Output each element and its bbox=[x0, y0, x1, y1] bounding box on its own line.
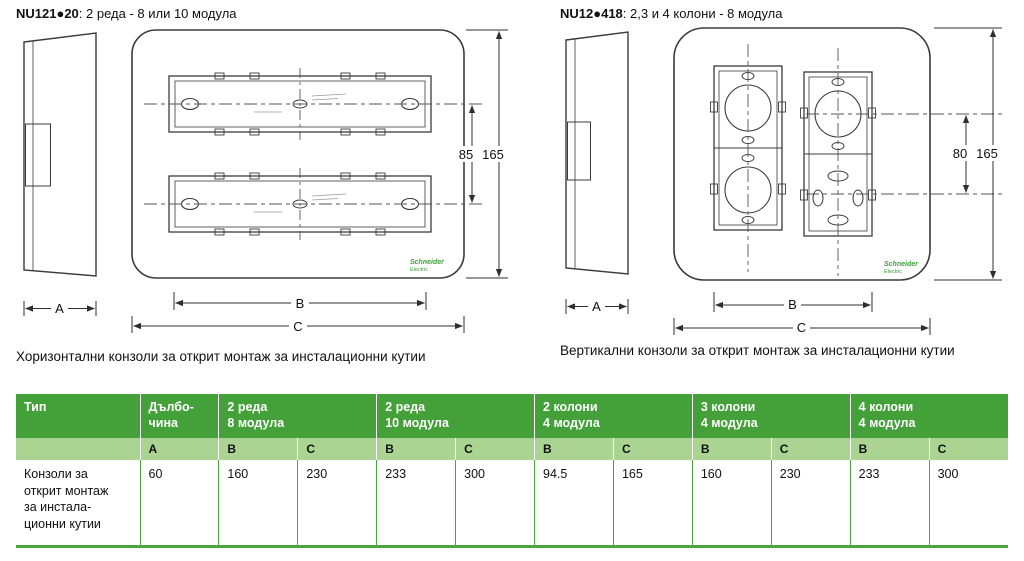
right-figure-code: NU12●418 bbox=[560, 6, 623, 21]
right-dim-outer-bg bbox=[972, 145, 1002, 161]
left-side-view bbox=[23, 32, 97, 277]
right-dim-inner-bg bbox=[950, 145, 971, 161]
right-dim-inner-label: 80 bbox=[953, 146, 967, 161]
left-dim-b-bg bbox=[291, 295, 309, 311]
right-dim-a-bg bbox=[588, 298, 605, 314]
schneider-logo: Schneider bbox=[884, 261, 919, 268]
subheader-cell: A bbox=[139, 438, 219, 460]
col-header-group-0: 2 реда 8 модула bbox=[218, 394, 377, 438]
right-dim-b-bg bbox=[784, 296, 801, 312]
left-dim-inner-bg bbox=[455, 146, 477, 162]
schneider-logo-sub: Electric bbox=[884, 269, 902, 275]
right-dim-b-label: B bbox=[788, 297, 797, 312]
subheader-cell: C bbox=[928, 438, 1008, 460]
left-figure-title-rest: : 2 реда - 8 или 10 модула bbox=[78, 6, 237, 21]
table-subheader-row: A B C B C B C B C B C bbox=[16, 438, 1008, 460]
row-label: Конзоли за открит монтаж за инстала- цио… bbox=[16, 460, 140, 546]
schneider-logo: Schneider bbox=[410, 259, 445, 266]
left-figure-drawing: A bbox=[23, 29, 508, 334]
table-data-row: Конзоли за открит монтаж за инстала- цио… bbox=[16, 460, 1008, 546]
left-front-plate bbox=[131, 29, 465, 279]
subheader-cell: C bbox=[612, 438, 693, 460]
value-cell: 300 bbox=[928, 460, 1008, 546]
col-header-group-2: 2 колони 4 модула bbox=[534, 394, 693, 438]
spec-table: Тип Дълбо- чина 2 реда 8 модула 2 реда 1… bbox=[16, 394, 1008, 548]
col-header-group-4: 4 колони 4 модула bbox=[849, 394, 1008, 438]
col-header-type: Тип bbox=[16, 394, 140, 438]
right-dim-outer-label: 165 bbox=[976, 146, 998, 161]
subheader-cell: C bbox=[770, 438, 851, 460]
right-front-plate bbox=[673, 27, 931, 281]
left-dim-outer-label: 165 bbox=[482, 147, 504, 162]
right-dim-a-label: A bbox=[592, 299, 601, 314]
left-dim-inner-label: 85 bbox=[459, 147, 473, 162]
value-cell: 60 bbox=[139, 460, 219, 546]
subheader-cell: B bbox=[376, 438, 456, 460]
subheader-cell: C bbox=[297, 438, 377, 460]
subheader-cell: B bbox=[534, 438, 614, 460]
left-dim-outer-bg bbox=[478, 146, 508, 162]
left-figure-caption: Хоризонтални конзоли за открит монтаж за… bbox=[16, 349, 426, 364]
value-cell: 230 bbox=[297, 460, 377, 546]
left-figure-code: NU121●20 bbox=[16, 6, 79, 21]
left-dim-b-label: B bbox=[296, 296, 305, 311]
right-dim-c-bg bbox=[793, 319, 810, 335]
right-figure-title: NU12●418: 2,3 и 4 колони - 8 модула bbox=[560, 6, 782, 21]
subheader-cell: B bbox=[849, 438, 930, 460]
left-dim-a-bg bbox=[51, 300, 68, 316]
left-figure-title: NU121●20: 2 реда - 8 или 10 модула bbox=[16, 6, 237, 21]
col-header-group-1: 2 реда 10 модула bbox=[376, 394, 535, 438]
value-cell: 94.5 bbox=[534, 460, 614, 546]
subheader-cell: B bbox=[691, 438, 772, 460]
right-figure-drawing: A bbox=[565, 27, 1002, 335]
value-cell: 165 bbox=[612, 460, 693, 546]
subheader-empty bbox=[16, 438, 140, 460]
left-dim-c-label: C bbox=[293, 319, 302, 334]
right-side-view bbox=[565, 31, 629, 275]
col-header-group-3: 3 колони 4 модула bbox=[691, 394, 851, 438]
left-dim-a-label: A bbox=[55, 301, 64, 316]
subheader-cell: C bbox=[455, 438, 535, 460]
value-cell: 230 bbox=[770, 460, 851, 546]
value-cell: 160 bbox=[218, 460, 298, 546]
table-header-row: Тип Дълбо- чина 2 реда 8 модула 2 реда 1… bbox=[16, 394, 1008, 438]
value-cell: 160 bbox=[691, 460, 772, 546]
value-cell: 300 bbox=[455, 460, 535, 546]
subheader-cell: B bbox=[218, 438, 298, 460]
right-figure-caption: Вертикални конзоли за открит монтаж за и… bbox=[560, 343, 955, 358]
value-cell: 233 bbox=[849, 460, 930, 546]
right-dim-c-label: C bbox=[797, 320, 806, 335]
right-figure-title-rest: : 2,3 и 4 колони - 8 модула bbox=[622, 6, 783, 21]
col-header-depth: Дълбо- чина bbox=[139, 394, 219, 438]
left-dim-c-bg bbox=[289, 318, 307, 334]
value-cell: 233 bbox=[376, 460, 456, 546]
schneider-logo-sub: Electric bbox=[410, 267, 428, 273]
